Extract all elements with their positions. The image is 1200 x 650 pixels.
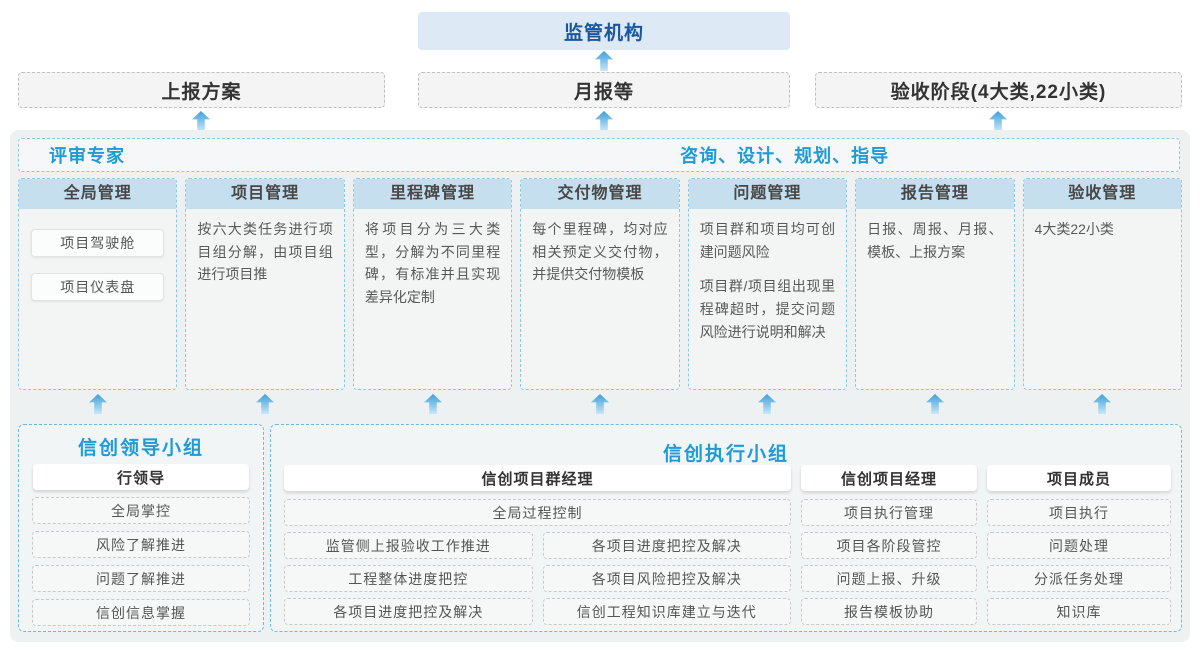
column-title: 项目管理 xyxy=(186,179,344,209)
management-columns: 全局管理 项目驾驶舱 项目仪表盘 项目管理 按六大类任务进行项目组分解，由项目组… xyxy=(18,178,1182,390)
flow-box-monthly-report: 月报等 xyxy=(418,72,790,108)
execution-group-box: 信创执行小组 信创项目群经理 全局过程控制 监管侧上报验收工作推进 各项目进度把… xyxy=(270,424,1182,632)
up-arrow-icon xyxy=(989,111,1007,131)
up-arrow-icon xyxy=(256,394,274,414)
platform-container: 评审专家 咨询、设计、规划、指导 全局管理 项目驾驶舱 项目仪表盘 项目管理 按… xyxy=(10,130,1190,642)
leadership-group-title: 信创领导小组 xyxy=(77,437,204,459)
regulator-label: 监管机构 xyxy=(563,22,644,44)
flow-box-acceptance-stage: 验收阶段(4大类,22小类) xyxy=(815,72,1182,108)
column-issue-management: 问题管理 项目群和项目均可创建问题风险 项目群/项目组出现里程碑超时，提交问题风… xyxy=(687,178,848,390)
flow-box-label: 上报方案 xyxy=(161,81,242,103)
flow-box-label: 月报等 xyxy=(573,81,634,103)
up-arrow-icon xyxy=(591,394,609,414)
program-manager-item: 各项目进度把控及解决 xyxy=(284,598,533,625)
column-description: 日报、周报、月报、模板、上报方案 xyxy=(867,221,1003,260)
program-manager-item: 工程整体进度把控 xyxy=(284,565,533,592)
up-arrow-icon xyxy=(758,394,776,414)
column-title: 交付物管理 xyxy=(521,179,679,209)
column-milestone-management: 里程碑管理 将项目分为三大类型，分解为不同里程碑，有标准并且实现差异化定制 xyxy=(352,178,513,390)
project-member-item: 分派任务处理 xyxy=(987,565,1171,592)
up-arrow-icon xyxy=(595,51,613,71)
project-member-item: 问题处理 xyxy=(987,532,1171,559)
up-arrow-icon xyxy=(595,111,613,131)
project-dashboard-pill: 项目仪表盘 xyxy=(31,273,165,301)
column-description: 项目群/项目组出现里程碑超时，提交问题风险进行说明和解决 xyxy=(699,278,836,340)
project-cockpit-pill: 项目驾驶舱 xyxy=(31,229,165,257)
project-manager-item: 项目执行管理 xyxy=(801,499,977,526)
flow-box-report-plan: 上报方案 xyxy=(18,72,385,108)
project-member-item: 知识库 xyxy=(987,598,1171,625)
up-arrow-icon xyxy=(192,111,210,131)
project-manager-item: 项目各阶段管控 xyxy=(801,532,977,559)
project-manager-role-pill: 信创项目经理 xyxy=(801,465,977,491)
column-description: 按六大类任务进行项目组分解，由项目组进行项目推 xyxy=(197,221,333,283)
project-manager-item: 报告模板协助 xyxy=(801,598,977,625)
experts-strip: 评审专家 咨询、设计、规划、指导 xyxy=(18,138,1180,172)
column-description: 每个里程碑，均对应相关预定义交付物，并提供交付物模板 xyxy=(532,221,668,283)
column-title: 验收管理 xyxy=(1023,179,1181,209)
program-manager-item: 信创工程知识库建立与迭代 xyxy=(542,598,791,625)
program-manager-item: 各项目风险把控及解决 xyxy=(542,565,791,592)
column-project-management: 项目管理 按六大类任务进行项目组分解，由项目组进行项目推 xyxy=(185,178,345,390)
leadership-item: 全局掌控 xyxy=(32,497,250,524)
column-title: 里程碑管理 xyxy=(353,179,512,209)
column-title: 问题管理 xyxy=(688,179,847,209)
leadership-group-box: 信创领导小组 行领导 全局掌控 风险了解推进 问题了解推进 信创信息掌握 xyxy=(18,424,264,632)
column-title: 全局管理 xyxy=(19,179,177,209)
leadership-item: 问题了解推进 xyxy=(32,565,250,592)
program-manager-item: 各项目进度把控及解决 xyxy=(542,532,791,559)
program-manager-item: 监管侧上报验收工作推进 xyxy=(284,532,533,559)
regulator-box: 监管机构 xyxy=(418,12,790,50)
program-manager-item: 全局过程控制 xyxy=(284,499,791,526)
flow-box-label: 验收阶段(4大类,22小类) xyxy=(890,81,1107,103)
column-global-management: 全局管理 项目驾驶舱 项目仪表盘 xyxy=(18,178,178,390)
leadership-item: 风险了解推进 xyxy=(32,531,250,558)
program-manager-role-pill: 信创项目群经理 xyxy=(284,465,791,491)
column-description: 4大类22小类 xyxy=(1034,221,1114,237)
project-manager-section: 信创项目经理 项目执行管理 项目各阶段管控 问题上报、升级 报告模板协助 xyxy=(801,465,977,625)
up-arrow-icon xyxy=(1093,394,1111,414)
bank-leader-role-pill: 行领导 xyxy=(33,464,249,490)
consulting-label: 咨询、设计、规划、指导 xyxy=(680,146,890,166)
up-arrow-icon xyxy=(926,394,944,414)
project-member-item: 项目执行 xyxy=(987,499,1171,526)
project-manager-item: 问题上报、升级 xyxy=(801,565,977,592)
column-title: 报告管理 xyxy=(856,179,1014,209)
up-arrow-icon xyxy=(424,394,442,414)
column-report-management: 报告管理 日报、周报、月报、模板、上报方案 xyxy=(855,178,1015,390)
program-manager-section: 信创项目群经理 全局过程控制 监管侧上报验收工作推进 各项目进度把控及解决 工程… xyxy=(284,465,791,625)
review-experts-label: 评审专家 xyxy=(49,146,125,166)
project-member-role-pill: 项目成员 xyxy=(987,465,1171,491)
up-arrow-icon xyxy=(89,394,107,414)
column-description: 将项目分为三大类型，分解为不同里程碑，有标准并且实现差异化定制 xyxy=(364,221,501,306)
column-acceptance-management: 验收管理 4大类22小类 xyxy=(1022,178,1182,390)
project-member-section: 项目成员 项目执行 问题处理 分派任务处理 知识库 xyxy=(987,465,1171,625)
column-deliverable-management: 交付物管理 每个里程碑，均对应相关预定义交付物，并提供交付物模板 xyxy=(520,178,680,390)
leadership-item: 信创信息掌握 xyxy=(32,599,250,626)
column-description: 项目群和项目均可创建问题风险 xyxy=(699,221,836,260)
execution-group-title: 信创执行小组 xyxy=(662,443,789,465)
